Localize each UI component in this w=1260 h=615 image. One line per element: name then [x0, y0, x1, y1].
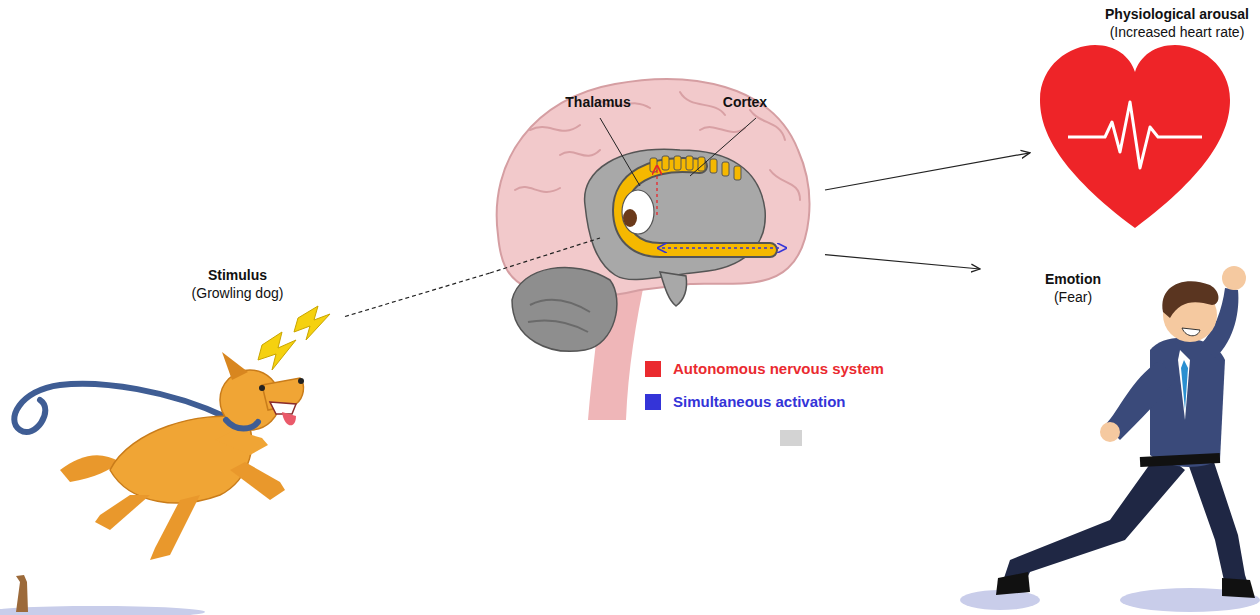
running-man	[960, 266, 1260, 612]
dashed-line	[345, 273, 490, 317]
figure-label: Thalamus	[548, 93, 648, 111]
stick	[16, 575, 28, 612]
arrow	[825, 153, 1030, 190]
legend: Autonomous nervous systemSimultaneous ac…	[645, 352, 884, 418]
figure-group: Stimulus(Growling dog)	[0, 262, 345, 565]
text-slot: (Growling dog)	[165, 284, 310, 302]
legend-row: Autonomous nervous system	[645, 352, 884, 385]
text-slot: Emotion	[1032, 270, 1114, 288]
legend-swatch	[645, 361, 661, 377]
lightning	[294, 306, 330, 340]
figure-sublabel: (Fear)	[1032, 288, 1114, 306]
figure-label: Stimulus	[165, 266, 310, 284]
figure-group: Physiological arousal(Increased heart ra…	[1030, 2, 1256, 234]
figure-label: Physiological arousal	[1098, 5, 1256, 23]
text-slot: Thalamus	[548, 93, 648, 111]
lightning	[258, 332, 296, 370]
leader-line	[690, 118, 756, 176]
legend-text: Autonomous nervous system	[673, 360, 884, 377]
figure-sublabel: (Growling dog)	[165, 284, 310, 302]
arrow	[825, 255, 980, 269]
text-slot: (Fear)	[1032, 288, 1114, 306]
text-slot: Stimulus	[165, 266, 310, 284]
text-slot: Cortex	[705, 93, 785, 111]
figure-sublabel: Cortex	[705, 93, 785, 111]
dog-figure	[60, 352, 304, 560]
figure-label: Emotion	[1032, 270, 1114, 288]
text-slot: Physiological arousal	[1098, 5, 1256, 23]
figure-sublabel: (Increased heart rate)	[1098, 23, 1256, 41]
figure-group: Thalamus Cortex	[490, 88, 825, 428]
figure-group: Emotion(Fear)	[980, 262, 1256, 612]
heart-icon	[1040, 45, 1230, 228]
ground-shadow	[0, 606, 205, 615]
legend-text: Simultaneous activation	[673, 393, 846, 410]
legend-row: Simultaneous activation	[645, 385, 884, 418]
text-slot: (Increased heart rate)	[1098, 23, 1256, 41]
leader-line	[600, 118, 640, 186]
legend-swatch	[645, 394, 661, 410]
grey-swatch	[780, 430, 802, 446]
